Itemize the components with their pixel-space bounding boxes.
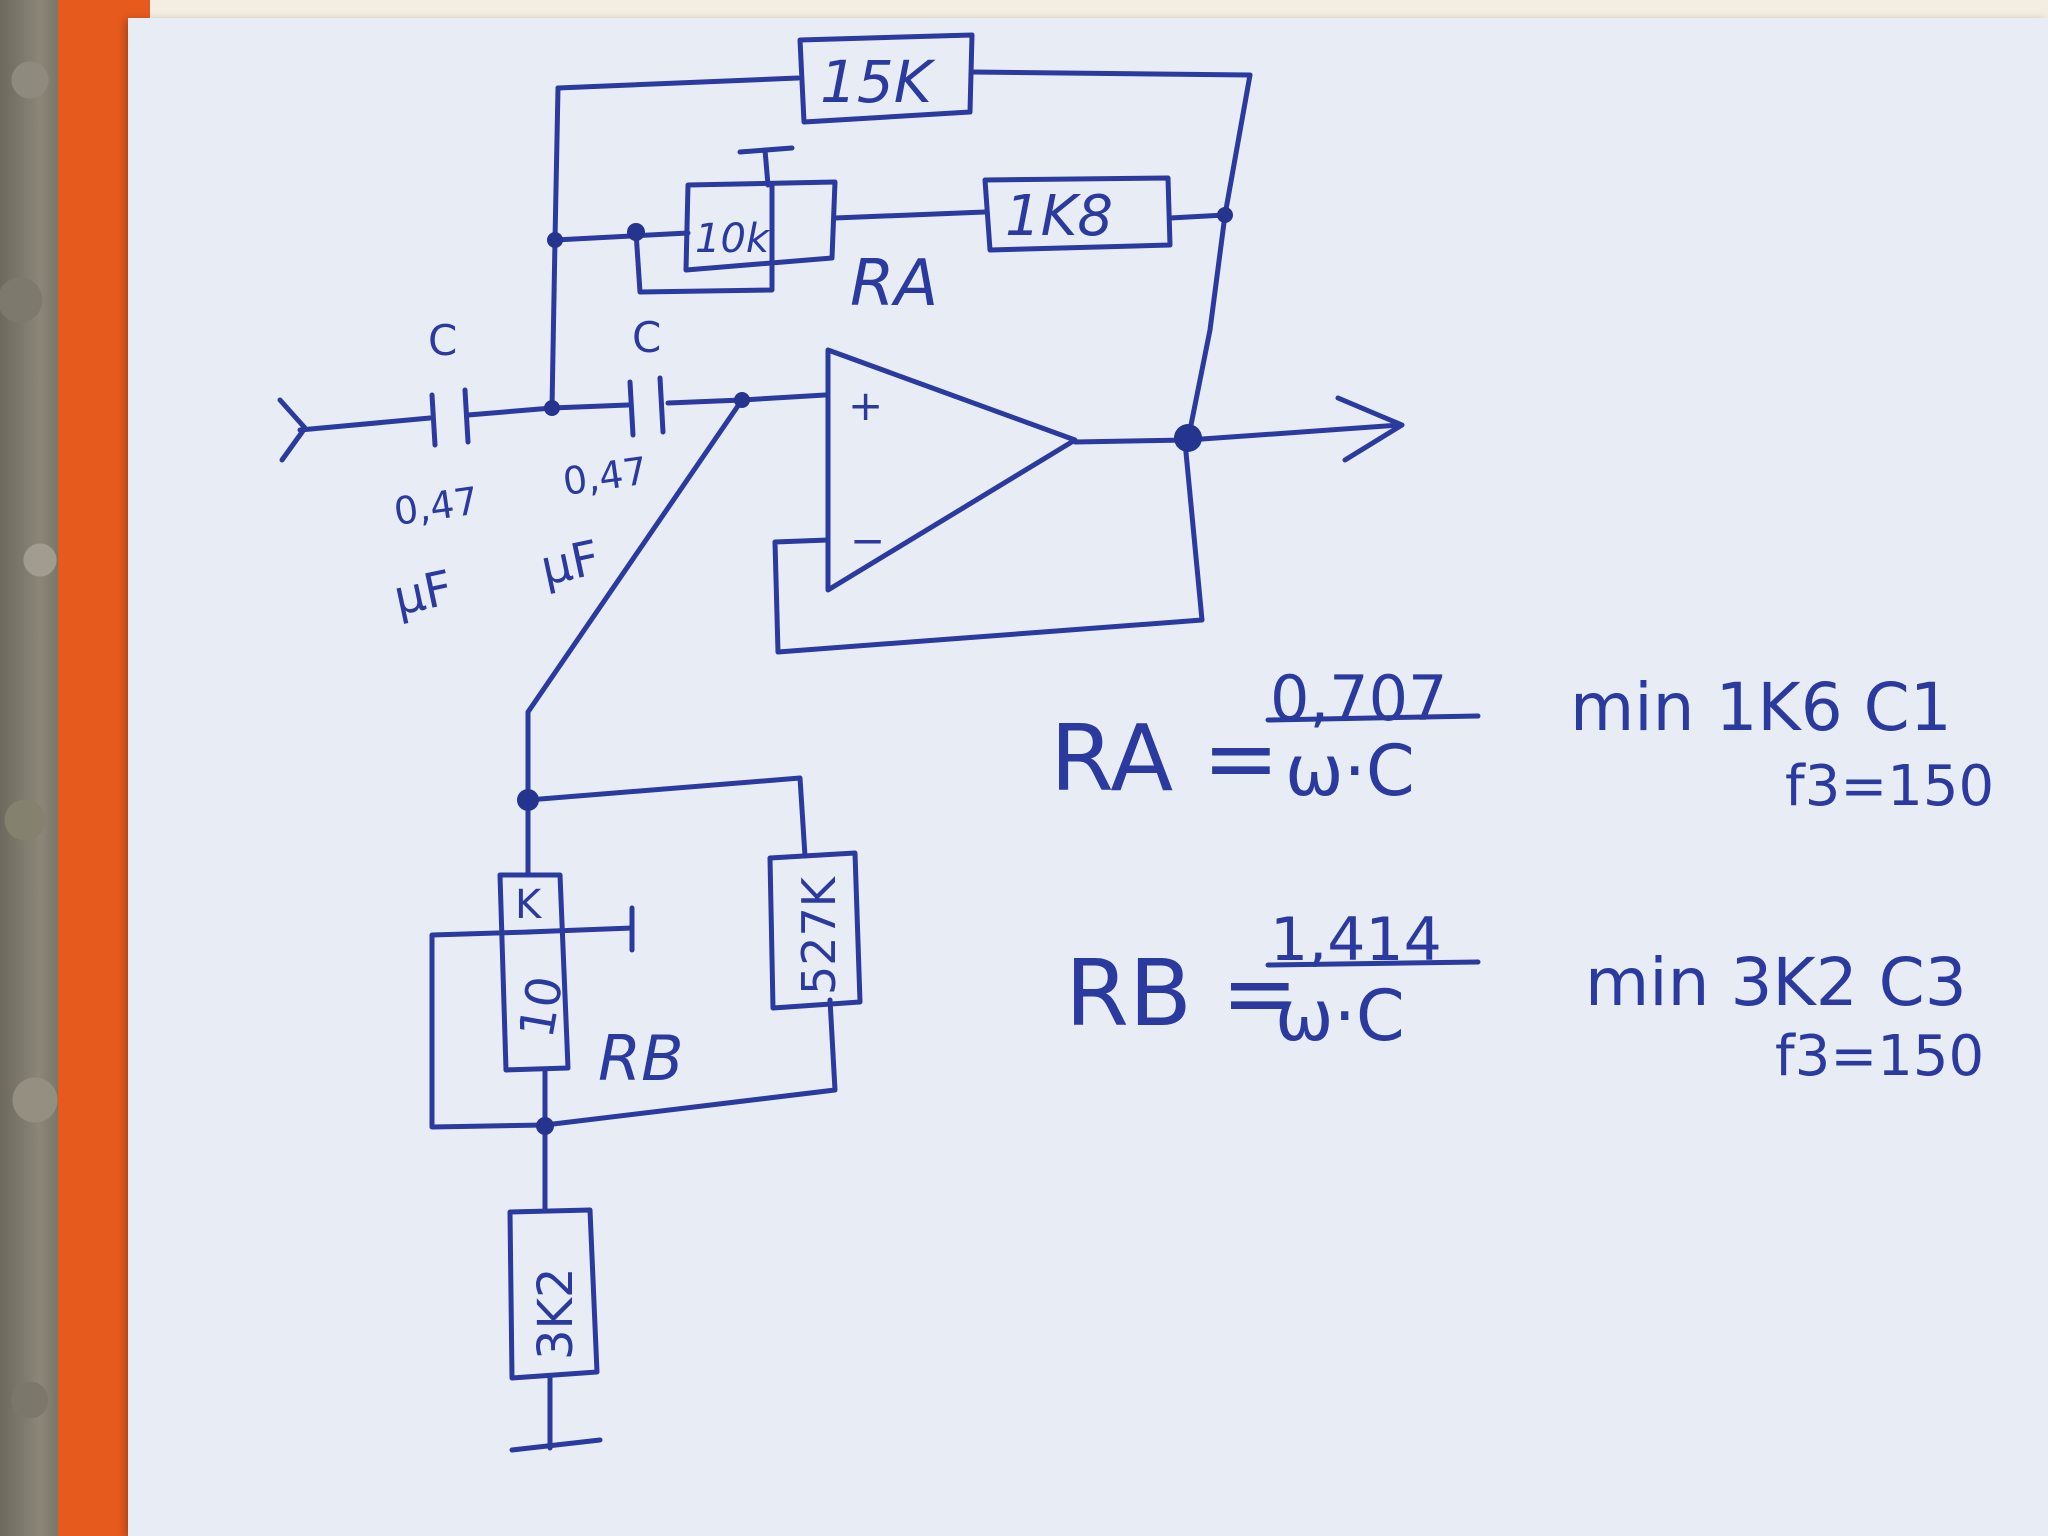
wire-c1-to-node	[465, 405, 555, 418]
svg-text:527K: 527K	[792, 875, 846, 995]
capacitor-c1	[429, 387, 471, 448]
node-plus	[734, 392, 750, 408]
paper-underneath	[150, 0, 2048, 22]
resistor-3k2: 3K2	[507, 1207, 600, 1381]
potentiometer-rb: K 10	[497, 872, 575, 1073]
rb-label: RB	[598, 1022, 684, 1095]
node-rb-top	[517, 789, 539, 811]
formula-rb: RB = 1,414 ω·C min 3K2 C3 f3=150	[1065, 905, 1984, 1089]
resistor-15k: 15K	[797, 32, 975, 125]
paper-sheet	[128, 18, 2048, 1536]
ground-bar	[509, 1437, 603, 1453]
wire-output	[1185, 422, 1403, 443]
wire-input	[297, 415, 433, 433]
formula-ra-freq: f3=150	[1785, 754, 1994, 819]
wire-rb-bypass	[429, 929, 548, 1130]
formula-ra-lhs: RA =	[1050, 705, 1279, 812]
formula-ra-note: min 1K6 C1	[1570, 669, 1952, 746]
wire-1k8-to-node	[1167, 212, 1228, 221]
output-arrow	[1335, 395, 1405, 463]
wire-right-vertical	[1185, 72, 1253, 443]
c1-unit: μF	[389, 560, 458, 627]
formula-ra-denominator: ω·C	[1285, 730, 1415, 812]
formula-ra-fraction-bar	[1265, 713, 1481, 723]
svg-text:15K: 15K	[820, 48, 936, 116]
wire-feedback-minus	[772, 439, 1205, 655]
opamp-minus: −	[850, 516, 885, 565]
svg-text:K: K	[515, 882, 543, 928]
input-arrow	[277, 397, 308, 463]
formula-rb-lhs: RB =	[1065, 940, 1298, 1047]
formula-rb-freq: f3=150	[1775, 1024, 1984, 1089]
opamp-plus: +	[848, 381, 883, 430]
wire-top-right	[969, 69, 1253, 78]
node-rb-bottom	[536, 1117, 554, 1135]
svg-text:3K2: 3K2	[528, 1267, 584, 1360]
wire-rb-top	[525, 775, 808, 859]
formula-rb-denominator: ω·C	[1275, 975, 1405, 1057]
wire-pot-row	[552, 230, 691, 243]
node-feedback	[1217, 207, 1233, 223]
wire-rb-wiper	[525, 905, 635, 953]
node-pot-left	[547, 232, 563, 248]
opamp-triangle	[825, 347, 1078, 593]
node-output	[1174, 424, 1202, 452]
wire-527k-bottom	[542, 997, 838, 1128]
ra-label: RA	[850, 247, 938, 321]
wire-pot-wiper	[737, 145, 795, 188]
svg-text:10: 10	[509, 972, 575, 1042]
c1-label: C	[428, 316, 457, 365]
c1-value: 0,47	[391, 479, 481, 534]
node-caps	[544, 400, 560, 416]
formula-ra: RA = 0,707 ω·C min 1K6 C1 f3=150	[1050, 662, 1994, 819]
wire-pot-bypass	[633, 229, 775, 295]
svg-text:10k: 10k	[695, 216, 771, 262]
capacitor-c2	[627, 375, 666, 438]
formula-rb-fraction-bar	[1265, 959, 1481, 968]
svg-text:1K8: 1K8	[1005, 184, 1113, 249]
wire-pot-to-1k8	[832, 209, 988, 221]
wire-opamp-out	[1072, 437, 1191, 445]
resistor-527k: 527K	[767, 850, 863, 1011]
potentiometer-ra: 10k	[683, 179, 838, 273]
c2-label: C	[632, 313, 661, 362]
node-pot-bypass	[627, 223, 645, 241]
c2-unit: μF	[536, 530, 605, 597]
formula-rb-note: min 3K2 C3	[1585, 944, 1967, 1021]
wire-node-to-c2	[549, 402, 631, 411]
c2-value: 0,47	[560, 449, 650, 504]
wire-top-left	[555, 75, 801, 91]
resistor-1k8: 1K8	[982, 175, 1173, 253]
formula-ra-numerator: 0,707	[1270, 662, 1448, 735]
wire-node-diagonal	[525, 397, 745, 803]
